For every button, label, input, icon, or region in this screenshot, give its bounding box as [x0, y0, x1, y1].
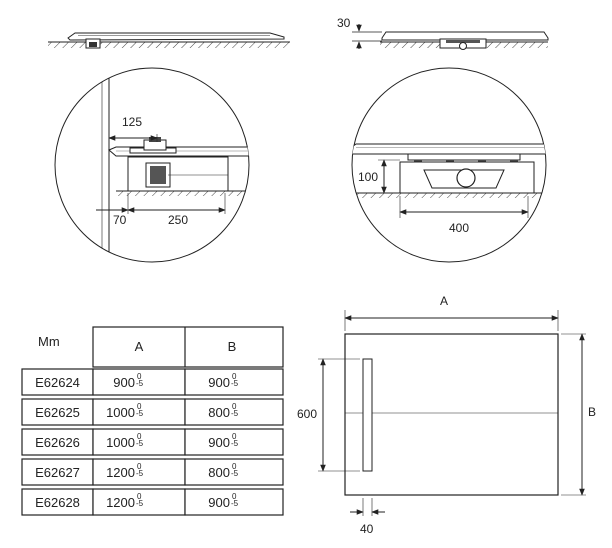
detail-circle-left: 125 70 250 [54, 67, 250, 263]
cell-b-value: 800 [208, 405, 230, 420]
cell-a-upper-tol: 0 [137, 462, 142, 471]
row-code: E62625 [35, 405, 80, 420]
cell-b-lower-tol: -5 [231, 469, 239, 478]
cell-a-lower-tol: -5 [136, 409, 144, 418]
row-code: E62626 [35, 435, 80, 450]
cell-a-lower-tol: -5 [136, 439, 144, 448]
tray-outline [344, 333, 559, 496]
thickness-dim-label: 30 [337, 16, 351, 30]
cell-b-lower-tol: -5 [231, 439, 239, 448]
drain-span-dim-label: 250 [168, 213, 188, 227]
cell-a-lower-tol: -5 [136, 379, 144, 388]
cell-b-value: 900 [208, 435, 230, 450]
cell-b-lower-tol: -5 [231, 499, 239, 508]
side-view-left [48, 32, 290, 49]
unit-header: Mm [38, 334, 60, 349]
cell-a-lower-tol: -5 [136, 469, 144, 478]
col-a-header: A [135, 339, 144, 354]
plan-view: A B 600 40 [297, 294, 596, 536]
col-b-header: B [228, 339, 237, 354]
cell-a-upper-tol: 0 [137, 372, 142, 381]
cell-a-value: 1000 [106, 405, 135, 420]
row-code: E62628 [35, 495, 80, 510]
row-code: E62624 [35, 375, 80, 390]
channel-width-label: 40 [360, 522, 374, 536]
cell-a-upper-tol: 0 [137, 402, 142, 411]
cell-b-upper-tol: 0 [232, 372, 237, 381]
detail-circle-right: 100 400 [351, 67, 547, 263]
cell-a-upper-tol: 0 [137, 432, 142, 441]
cell-b-upper-tol: 0 [232, 432, 237, 441]
left-gap-dim-label: 70 [113, 213, 127, 227]
row-code: E62627 [35, 465, 80, 480]
cell-b-upper-tol: 0 [232, 462, 237, 471]
drain-offset-dim-label: 125 [122, 115, 142, 129]
channel-length-label: 600 [297, 407, 317, 421]
cell-a-lower-tol: -5 [136, 499, 144, 508]
cell-b-upper-tol: 0 [232, 492, 237, 501]
cell-b-value: 900 [208, 495, 230, 510]
plan-width-label: B [588, 405, 596, 419]
cell-a-value: 1200 [106, 495, 135, 510]
cell-a-value: 1000 [106, 435, 135, 450]
cell-b-upper-tol: 0 [232, 402, 237, 411]
cell-b-value: 900 [208, 375, 230, 390]
cell-a-value: 1200 [106, 465, 135, 480]
drain-channel [362, 358, 373, 472]
depth-dim-label: 100 [358, 170, 378, 184]
cell-b-value: 800 [208, 465, 230, 480]
cell-b-lower-tol: -5 [231, 379, 239, 388]
cell-a-upper-tol: 0 [137, 492, 142, 501]
side-view-right: 30 [337, 16, 549, 50]
plan-length-label: A [440, 294, 448, 308]
cell-b-lower-tol: -5 [231, 409, 239, 418]
cell-a-value: 900 [113, 375, 135, 390]
trap-width-dim-label: 400 [449, 221, 469, 235]
